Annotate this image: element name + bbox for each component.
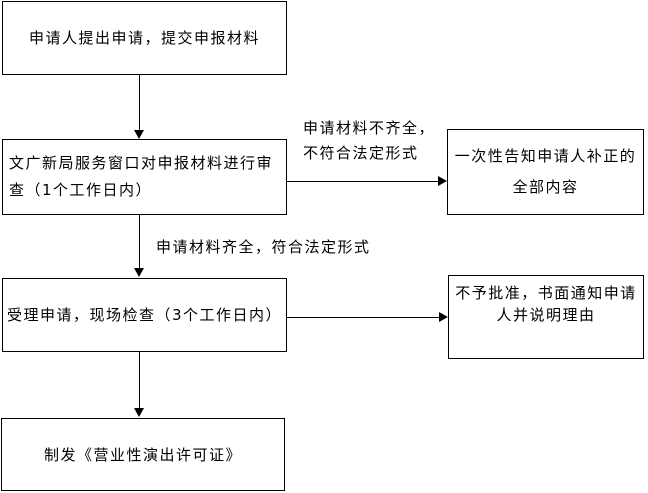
arrow-shaft-accept-to-reject xyxy=(287,317,439,318)
edge-label-line: 不符合法定形式 xyxy=(303,144,419,162)
box-text-line: 不予批准，书面通知申请 xyxy=(455,284,637,302)
box-text-line: 制发《营业性演出许可证》 xyxy=(43,445,242,464)
box-text-line: 全部内容 xyxy=(512,178,579,196)
flow-step-issue: 制发《营业性演出许可证》 xyxy=(1,418,285,491)
box-text-line: 文广新局服务窗口对申报材料进行审 xyxy=(9,154,274,172)
box-text-line: 查（1个工作日内） xyxy=(9,181,153,199)
arrow-shaft-review-to-accept xyxy=(139,215,140,269)
edge-label-incomplete: 申请材料不齐全， 不符合法定形式 xyxy=(303,116,436,166)
arrow-head-review-to-accept xyxy=(134,268,144,277)
box-text-line: 一次性告知申请人补正的 xyxy=(454,147,637,165)
arrow-head-apply-to-review xyxy=(134,130,144,139)
box-text-line: 人并说明理由 xyxy=(496,306,596,324)
edge-label-complete: 申请材料齐全，符合法定形式 xyxy=(156,236,371,258)
flow-step-accept: 受理申请，现场检查（3个工作日内） xyxy=(2,278,287,352)
arrow-head-review-to-notify xyxy=(438,176,447,186)
arrow-shaft-accept-to-issue xyxy=(139,352,140,409)
box-text-line: 受理申请，现场检查（3个工作日内） xyxy=(6,306,283,324)
arrow-shaft-apply-to-review xyxy=(139,75,140,131)
arrow-head-accept-to-reject xyxy=(439,312,448,322)
arrow-head-accept-to-issue xyxy=(134,408,144,417)
flow-box-notify-correction: 一次性告知申请人补正的 全部内容 xyxy=(447,129,644,215)
edge-label-line: 申请材料不齐全， xyxy=(303,119,436,137)
flow-step-review: 文广新局服务窗口对申报材料进行审 查（1个工作日内） xyxy=(2,139,287,215)
flow-box-reject: 不予批准，书面通知申请 人并说明理由 xyxy=(448,275,644,359)
flow-step-apply: 申请人提出申请，提交申报材料 xyxy=(2,1,287,75)
box-text-line: 申请人提出申请，提交申报材料 xyxy=(28,29,260,47)
arrow-shaft-review-to-notify xyxy=(287,181,438,182)
edge-label-line: 申请材料齐全，符合法定形式 xyxy=(156,238,371,256)
